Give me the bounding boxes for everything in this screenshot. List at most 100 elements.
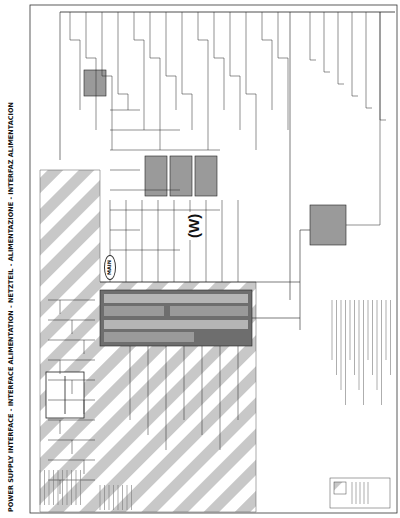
wire bbox=[67, 470, 68, 505]
wire bbox=[360, 482, 361, 504]
wire bbox=[110, 130, 180, 131]
wire bbox=[102, 12, 103, 76]
wire bbox=[356, 482, 357, 504]
wire bbox=[166, 12, 167, 76]
wire bbox=[72, 380, 73, 394]
wire bbox=[113, 485, 114, 510]
wire bbox=[110, 210, 220, 211]
wire bbox=[278, 12, 279, 58]
wire bbox=[381, 300, 382, 405]
wire bbox=[104, 485, 105, 510]
wire bbox=[230, 76, 240, 77]
wire bbox=[96, 58, 97, 130]
wire bbox=[278, 58, 288, 59]
wire bbox=[310, 60, 316, 61]
wire bbox=[341, 300, 342, 390]
wire bbox=[118, 485, 119, 510]
wire bbox=[112, 76, 113, 150]
wire bbox=[150, 58, 160, 59]
wire bbox=[288, 58, 289, 130]
wire bbox=[352, 12, 353, 96]
wire bbox=[110, 190, 180, 191]
wire bbox=[256, 94, 257, 150]
wire bbox=[332, 300, 333, 360]
wire bbox=[60, 420, 61, 434]
wire bbox=[48, 460, 95, 461]
wire bbox=[110, 110, 140, 111]
wire bbox=[84, 400, 85, 414]
wire bbox=[44, 470, 45, 505]
wire bbox=[230, 12, 231, 76]
wire bbox=[350, 300, 351, 360]
wire bbox=[240, 76, 241, 130]
wire bbox=[310, 12, 311, 60]
wire bbox=[174, 200, 175, 282]
wire bbox=[62, 470, 63, 505]
wire bbox=[214, 58, 224, 59]
wire bbox=[48, 400, 95, 401]
wire bbox=[109, 485, 110, 510]
sheet-letter: (W) bbox=[186, 212, 203, 240]
wire bbox=[48, 340, 95, 341]
wire bbox=[246, 94, 256, 95]
wire bbox=[148, 346, 149, 435]
wire bbox=[246, 12, 247, 94]
wire bbox=[127, 485, 128, 510]
wire bbox=[118, 12, 119, 94]
wire bbox=[386, 300, 387, 360]
wire bbox=[86, 58, 96, 59]
wire bbox=[110, 250, 180, 251]
wire bbox=[144, 40, 145, 130]
wire bbox=[363, 300, 364, 405]
wire bbox=[224, 58, 225, 110]
wire bbox=[60, 300, 61, 314]
wire bbox=[272, 40, 273, 110]
wire bbox=[48, 360, 95, 361]
wire bbox=[110, 230, 140, 231]
wire bbox=[184, 346, 185, 420]
wire bbox=[345, 300, 346, 405]
wire bbox=[262, 12, 263, 40]
wire bbox=[80, 40, 81, 110]
wire bbox=[166, 346, 167, 450]
wire bbox=[122, 485, 123, 510]
wire bbox=[160, 58, 161, 150]
wire bbox=[80, 470, 81, 505]
wire bbox=[48, 380, 95, 381]
wire bbox=[324, 12, 325, 72]
wire bbox=[49, 470, 50, 505]
wire bbox=[48, 440, 95, 441]
wire bbox=[131, 485, 132, 510]
wire bbox=[380, 12, 381, 225]
wire bbox=[352, 96, 358, 97]
wire bbox=[368, 300, 369, 360]
wire bbox=[390, 300, 391, 375]
wire bbox=[72, 320, 73, 334]
wire bbox=[70, 40, 80, 41]
wire bbox=[338, 84, 344, 85]
wire bbox=[158, 200, 159, 282]
wire bbox=[142, 200, 143, 282]
wire bbox=[182, 12, 183, 94]
wire bbox=[262, 40, 272, 41]
wire bbox=[208, 40, 209, 150]
wire bbox=[352, 482, 353, 504]
wire bbox=[368, 482, 369, 504]
wire bbox=[86, 12, 87, 58]
wire bbox=[214, 12, 215, 58]
wire bbox=[102, 76, 112, 77]
wire bbox=[202, 346, 203, 435]
wire bbox=[72, 440, 73, 454]
wire bbox=[110, 150, 220, 151]
wire bbox=[134, 12, 135, 40]
wire bbox=[150, 12, 151, 58]
wire bbox=[364, 482, 365, 504]
wire bbox=[198, 12, 199, 40]
main-tag: MAIN bbox=[104, 255, 116, 280]
wire bbox=[220, 346, 221, 450]
wire bbox=[130, 346, 131, 420]
wire bbox=[366, 108, 372, 109]
diagram-title: POWER SUPPLY INTERFACE - INTERFACE ALIME… bbox=[8, 102, 15, 512]
